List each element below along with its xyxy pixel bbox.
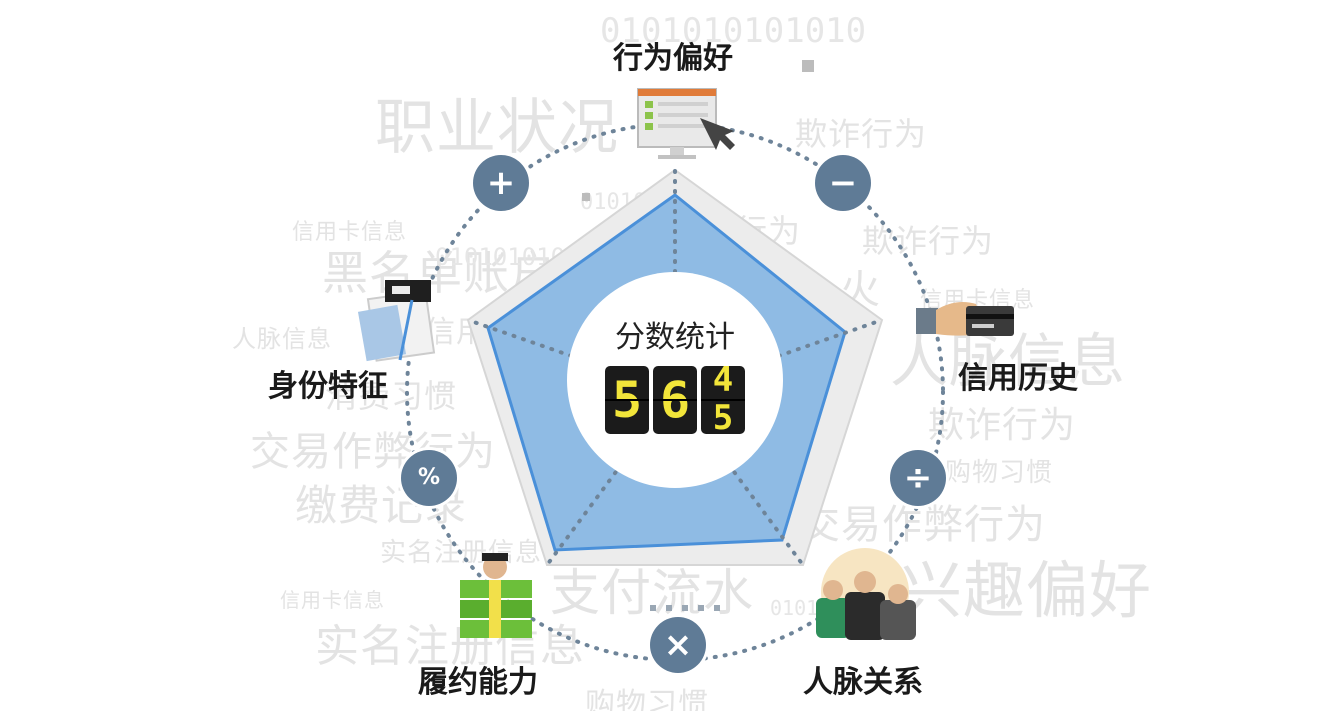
pixel-decoration [802, 60, 814, 72]
bg-word: 人脉信息 [232, 325, 332, 353]
minus-icon: − [815, 155, 871, 211]
label-credit-history: 信用历史 [958, 361, 1078, 396]
divide-icon: ÷ [890, 450, 946, 506]
flip-digit-bottom: 5 [712, 398, 734, 434]
score-title: 分数统计 [615, 320, 735, 355]
binary-text: 0101010101010 [600, 11, 867, 51]
bg-word: 购物习惯 [945, 458, 1054, 488]
credit-card-icon [916, 302, 1014, 336]
pixel-decoration [582, 193, 590, 201]
monitor-icon [637, 88, 735, 159]
label-identity-features: 身份特征 [268, 369, 388, 404]
label-network-relations: 人脉关系 [803, 665, 923, 700]
bg-word: 信用卡信息 [292, 220, 408, 245]
percent-icon: % [401, 450, 457, 506]
money-icon [460, 553, 532, 638]
label-behavior-preference: 行为偏好 [613, 41, 733, 76]
plus-icon: + [473, 155, 529, 211]
score-digit-flipping: 4 5 [701, 366, 745, 434]
score-digit: 5 [605, 366, 649, 434]
bg-word: 交易作弊行为 [800, 502, 1046, 548]
flip-digit-top: 4 [712, 366, 734, 400]
bg-word: 购物习惯 [585, 687, 709, 711]
score-digit: 6 [653, 366, 697, 434]
people-icon [816, 548, 916, 640]
bg-word: 欺诈行为 [795, 115, 928, 153]
bg-word: 实名注册信息 [315, 621, 585, 672]
bg-word: 欺诈行为 [928, 405, 1077, 446]
id-document-icon [357, 280, 436, 362]
bg-word: 人脉信息 [890, 327, 1127, 395]
label-performance-ability: 履约能力 [418, 665, 538, 700]
bg-word: 兴趣偏好 [900, 554, 1153, 627]
times-icon: × [650, 617, 706, 673]
bg-word: 信用卡信息 [280, 588, 385, 612]
bg-word: 职业状况 [375, 93, 619, 163]
bg-word: 消费习惯 [325, 377, 458, 415]
bg-word: 欺诈行为 [862, 222, 995, 260]
